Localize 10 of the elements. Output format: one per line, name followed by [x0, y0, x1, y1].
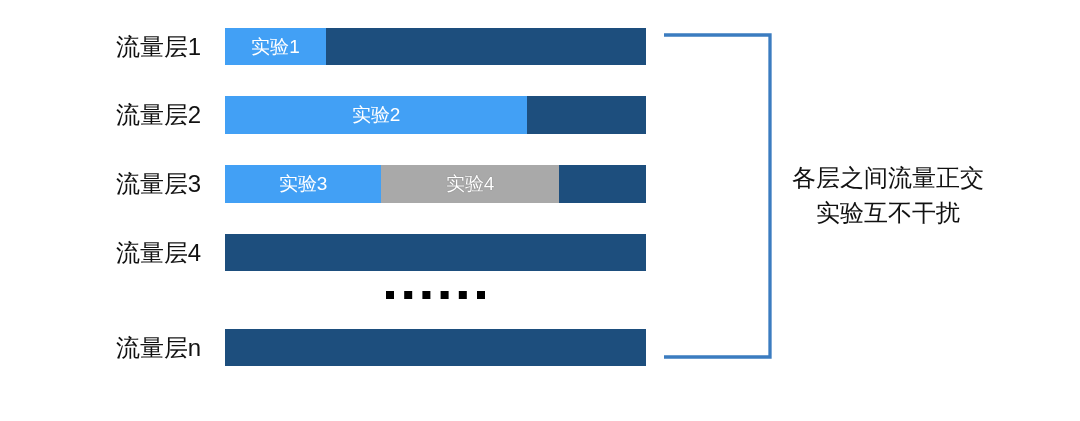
experiment-segment: 实验1: [225, 28, 326, 65]
layer-label: 流量层3: [115, 169, 201, 199]
note-text: 各层之间流量正交实验互不干扰: [791, 163, 985, 228]
layer-label: 流量层4: [115, 238, 201, 268]
experiment-segment: 实验2: [225, 96, 527, 134]
layer-label: 流量层2: [115, 100, 201, 130]
experiment-segment: 实验4: [381, 165, 559, 203]
layer-label: 流量层n: [115, 333, 201, 363]
layer-label: 流量层1: [115, 32, 201, 62]
experiment-segment: 实验3: [225, 165, 381, 203]
